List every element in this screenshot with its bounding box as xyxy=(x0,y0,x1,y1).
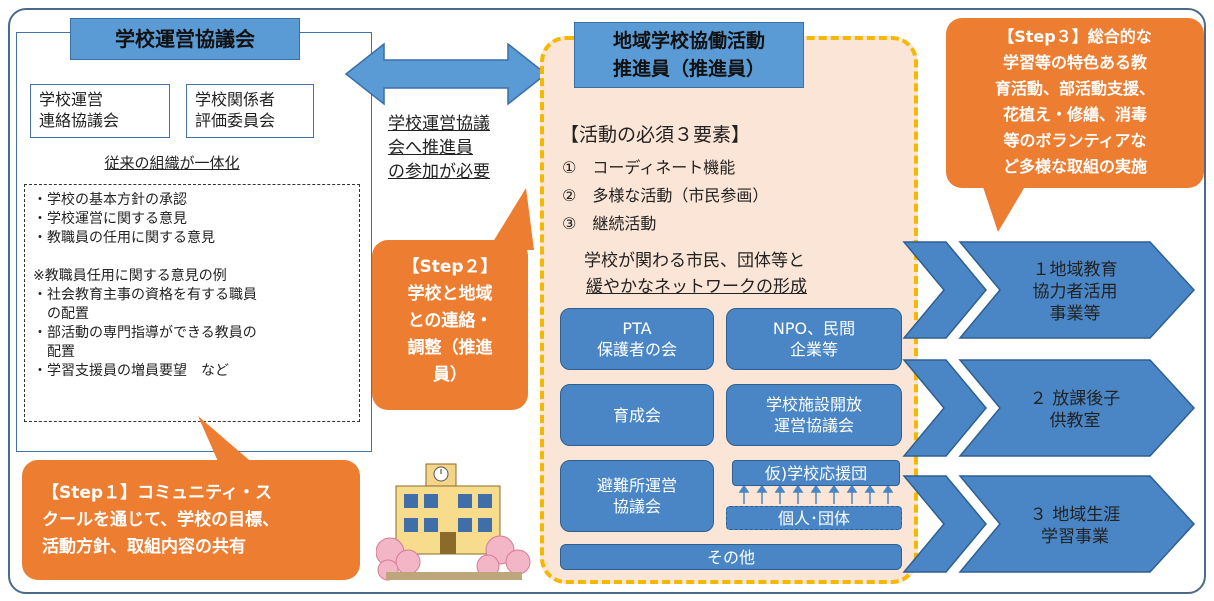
promoter-title: 地域学校協働活動 推進員（推進員） xyxy=(574,22,804,88)
step3-callout: 【Step３】総合的な 学習等の特色ある教 育活動、部活動支援、 花植え・修繕、… xyxy=(946,18,1204,188)
promoter-participation-note: 学校運営協議 会へ推進員 の参加が必要 xyxy=(388,114,490,182)
liaison-council-box: 学校運営 連絡協議会 xyxy=(30,84,170,138)
council-functions-list: ・学校の基本方針の承認 ・学校運営に関する意見 ・教職員の任用に関する意見 ※教… xyxy=(24,184,360,422)
org-individuals-groups: 個人･団体 xyxy=(726,506,902,530)
step3-callout-tail xyxy=(980,178,1030,232)
step2-callout-tail xyxy=(488,188,534,250)
merged-organizations-label: 従来の組織が一体化 xyxy=(104,154,240,172)
double-arrow-icon xyxy=(344,42,548,106)
org-school-support-group: 仮)学校応援団 xyxy=(732,460,900,486)
outcome-after-school-classroom: ２ 放課後子 供教室 xyxy=(1029,389,1121,431)
network-line-2: 緩やかなネットワークの形成 xyxy=(586,277,807,297)
org-ikuseikai: 育成会 xyxy=(560,384,714,446)
org-shelter-council: 避難所運営 協議会 xyxy=(560,460,714,532)
step2-callout: 【Step２】 学校と地域 との連絡・ 調整（推進 員） xyxy=(372,240,528,410)
org-other: その他 xyxy=(560,544,902,570)
element-item-2: ② 多様な活動（市民参画） xyxy=(562,186,769,205)
outcome-chevrons xyxy=(902,241,1196,573)
evaluation-committee-box: 学校関係者 評価委員会 xyxy=(186,84,314,138)
org-facility-council: 学校施設開放 運営協議会 xyxy=(726,384,902,446)
element-item-3: ③ 継続活動 xyxy=(562,214,657,233)
school-council-title: 学校運営協議会 xyxy=(70,18,300,60)
network-line-1: 学校が関わる市民、団体等と xyxy=(584,251,805,271)
outcome-lifelong-learning: ３ 地域生涯 学習事業 xyxy=(1029,505,1121,547)
outcome-community-education: １地域教育 協力者活用 事業等 xyxy=(1032,260,1118,324)
diagram-frame xyxy=(8,8,1206,594)
support-arrows-icon xyxy=(738,486,894,504)
step1-callout-tail xyxy=(198,416,256,466)
org-pta: PTA 保護者の会 xyxy=(560,308,714,370)
school-building-illustration xyxy=(376,463,531,581)
org-npo: NPO、民間 企業等 xyxy=(726,308,902,370)
element-item-1: ① コーディネート機能 xyxy=(562,158,736,177)
step1-callout: 【Step１】コミュニティ・ス クールを通じて、学校の目標、 活動方針、取組内容… xyxy=(22,460,360,580)
essential-elements-heading: 【活動の必須３要素】 xyxy=(560,124,751,146)
